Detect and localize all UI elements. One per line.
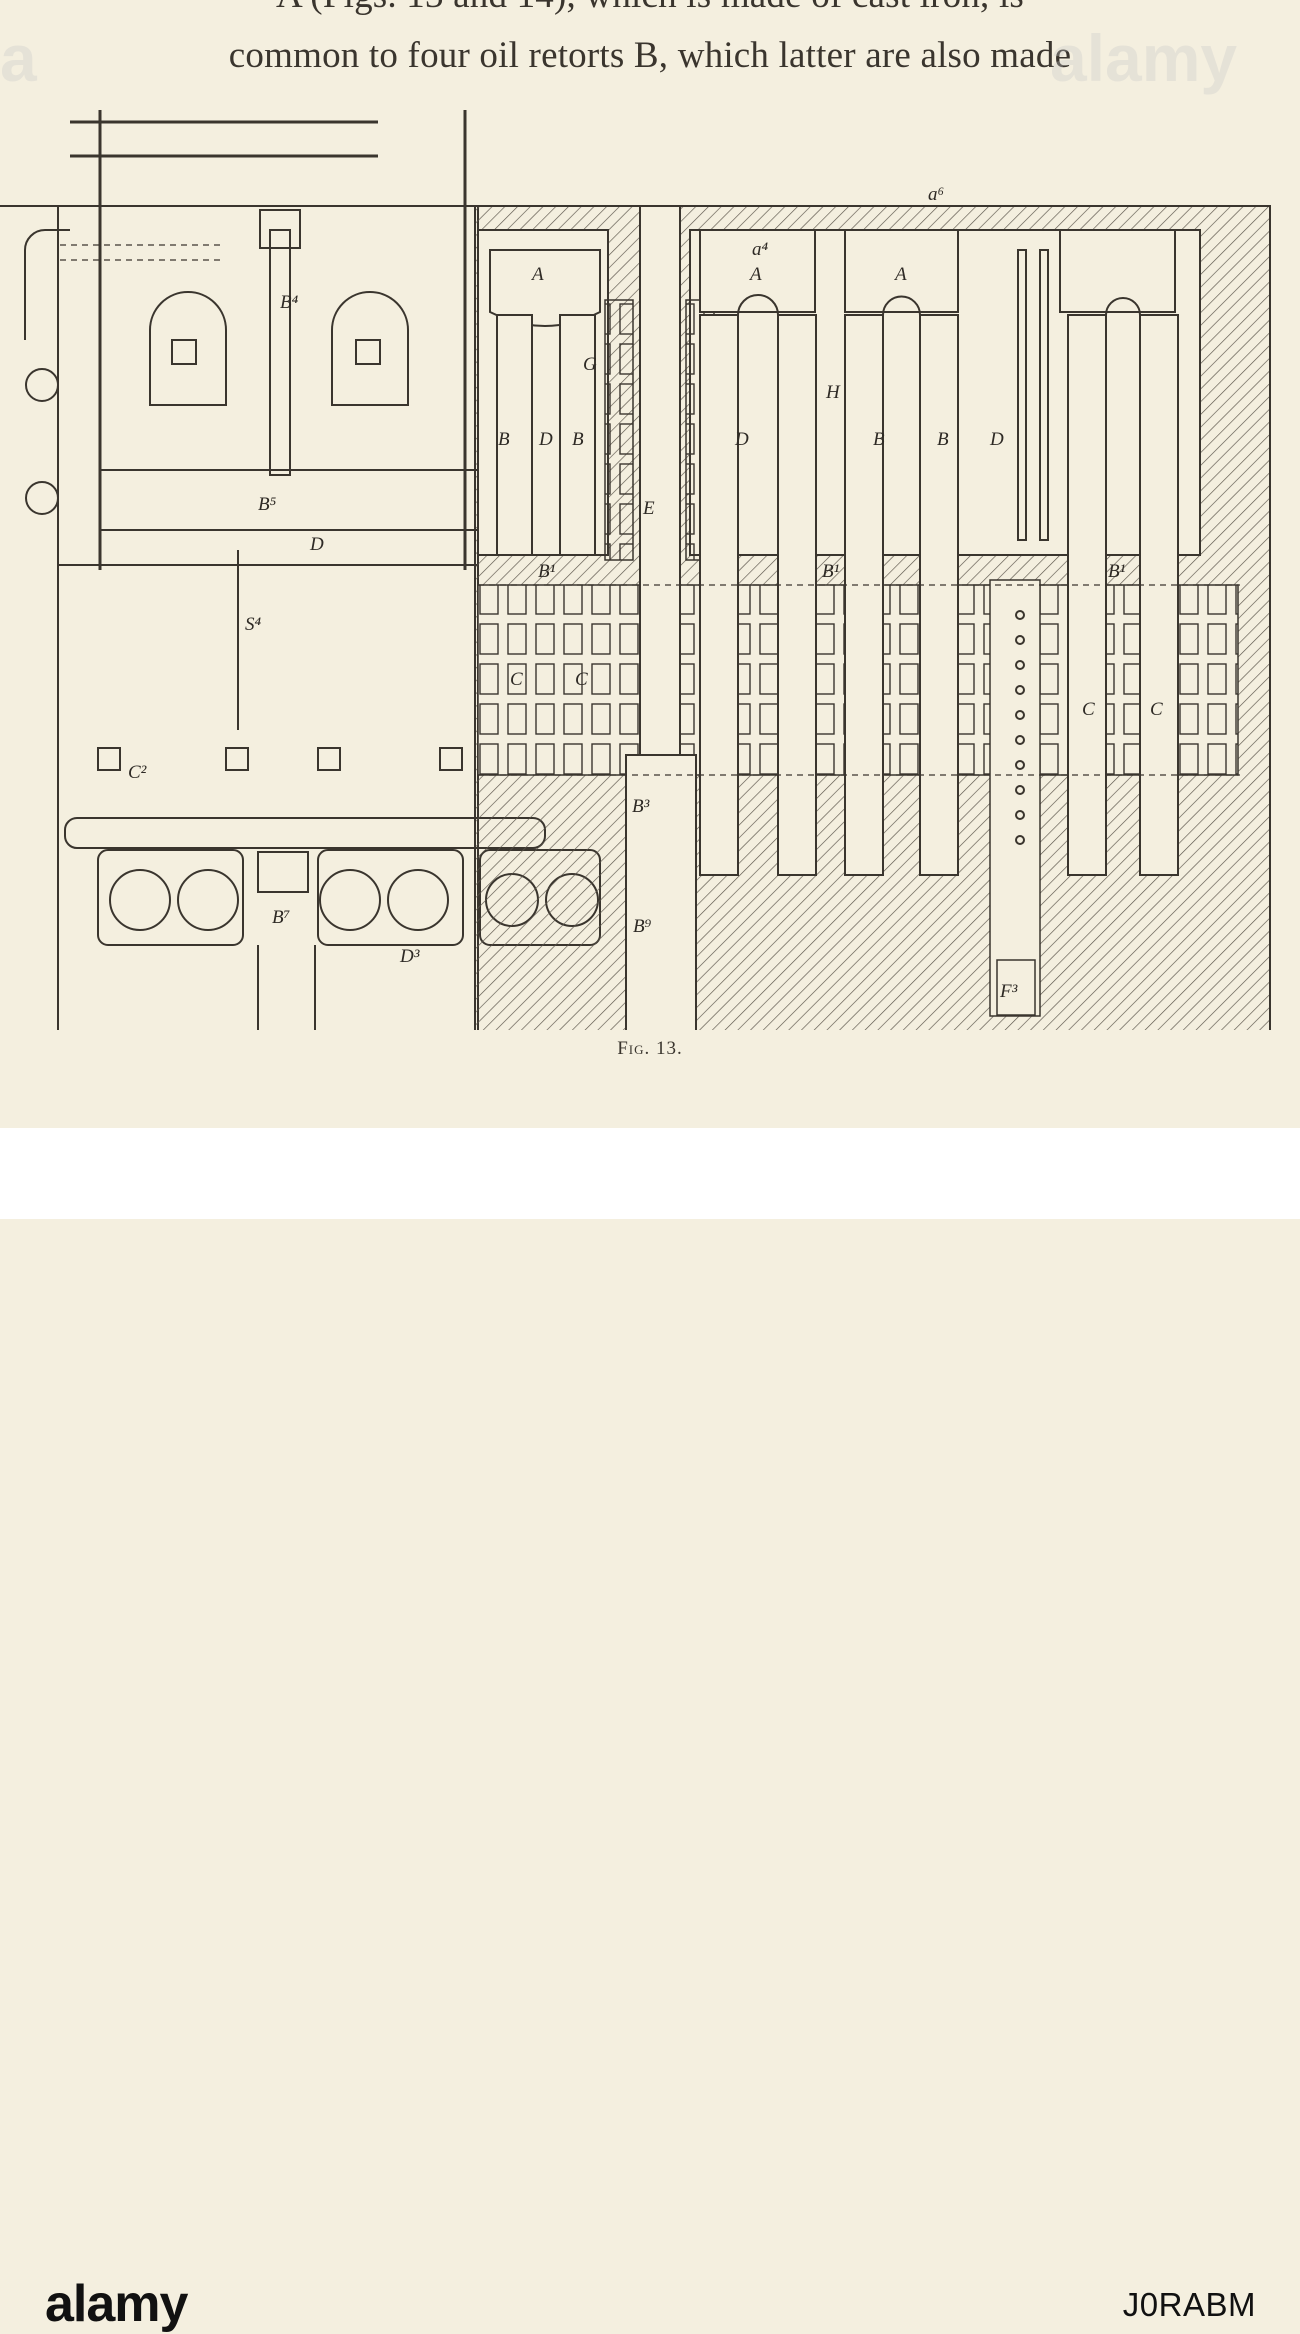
scanned-page: A (Figs. 13 and 14), which is made of ca… <box>0 0 1300 1128</box>
label-b3: B <box>873 429 885 450</box>
label-b4: B <box>937 429 949 450</box>
label-b1: B <box>498 429 510 450</box>
label-e: E <box>642 498 655 519</box>
label-h: H <box>825 382 841 403</box>
label-b1-left: B¹ <box>538 561 556 582</box>
label-c3: C <box>1082 699 1095 720</box>
label-c1: C <box>510 669 523 690</box>
label-d1: D <box>538 429 553 450</box>
top-railing <box>70 110 467 570</box>
label-b5: B⁵ <box>258 494 277 515</box>
air-holes <box>1015 610 1025 845</box>
label-c2: C <box>575 669 588 690</box>
caption-prefix: Fig. <box>617 1038 651 1059</box>
figure-13-drawing: A A A a⁴ a⁶ B D B D B B D G H E B¹ B¹ B¹… <box>0 110 1271 1030</box>
label-a-right: A <box>893 264 907 285</box>
label-f3: F³ <box>999 981 1018 1002</box>
figure-caption: Fig. 13. <box>0 1038 1300 1060</box>
label-a-left: A <box>530 264 544 285</box>
figure-labels: A A A a⁴ a⁶ B D B D B B D G H E B¹ B¹ B¹… <box>128 184 1163 1002</box>
label-c4: C <box>1150 699 1163 720</box>
label-b7: B⁷ <box>272 907 291 928</box>
brand-logo: alamy <box>45 2275 188 2333</box>
label-d3-burner: D³ <box>399 946 420 967</box>
label-a6: a⁶ <box>928 184 944 205</box>
label-g: G <box>583 354 597 375</box>
label-d2: D <box>734 429 749 450</box>
label-b4-col: B⁴ <box>280 292 299 313</box>
caption-number: 13. <box>656 1038 683 1059</box>
label-b2: B <box>572 429 584 450</box>
label-c2-top: C² <box>128 762 147 783</box>
label-b3: B³ <box>632 796 650 817</box>
body-text-line-2: common to four oil retorts B, which latt… <box>228 35 1072 76</box>
label-b1-right: B¹ <box>1108 561 1126 582</box>
label-s4: S⁴ <box>245 614 262 635</box>
label-b1-mid: B¹ <box>822 561 840 582</box>
label-d-small: D <box>309 534 324 555</box>
dashed-lines <box>60 244 1240 776</box>
retort-tubes <box>489 229 1179 876</box>
label-d3: D <box>989 429 1004 450</box>
body-text-line-1: A (Figs. 13 and 14), which is made of ca… <box>0 0 1300 17</box>
footer-bar: alamy J0RABM <box>0 1128 1300 2333</box>
image-id: J0RABM <box>1122 2286 1256 2323</box>
label-a-mid: A <box>748 264 762 285</box>
label-b9: B⁹ <box>633 916 652 937</box>
label-a4: a⁴ <box>752 239 769 260</box>
